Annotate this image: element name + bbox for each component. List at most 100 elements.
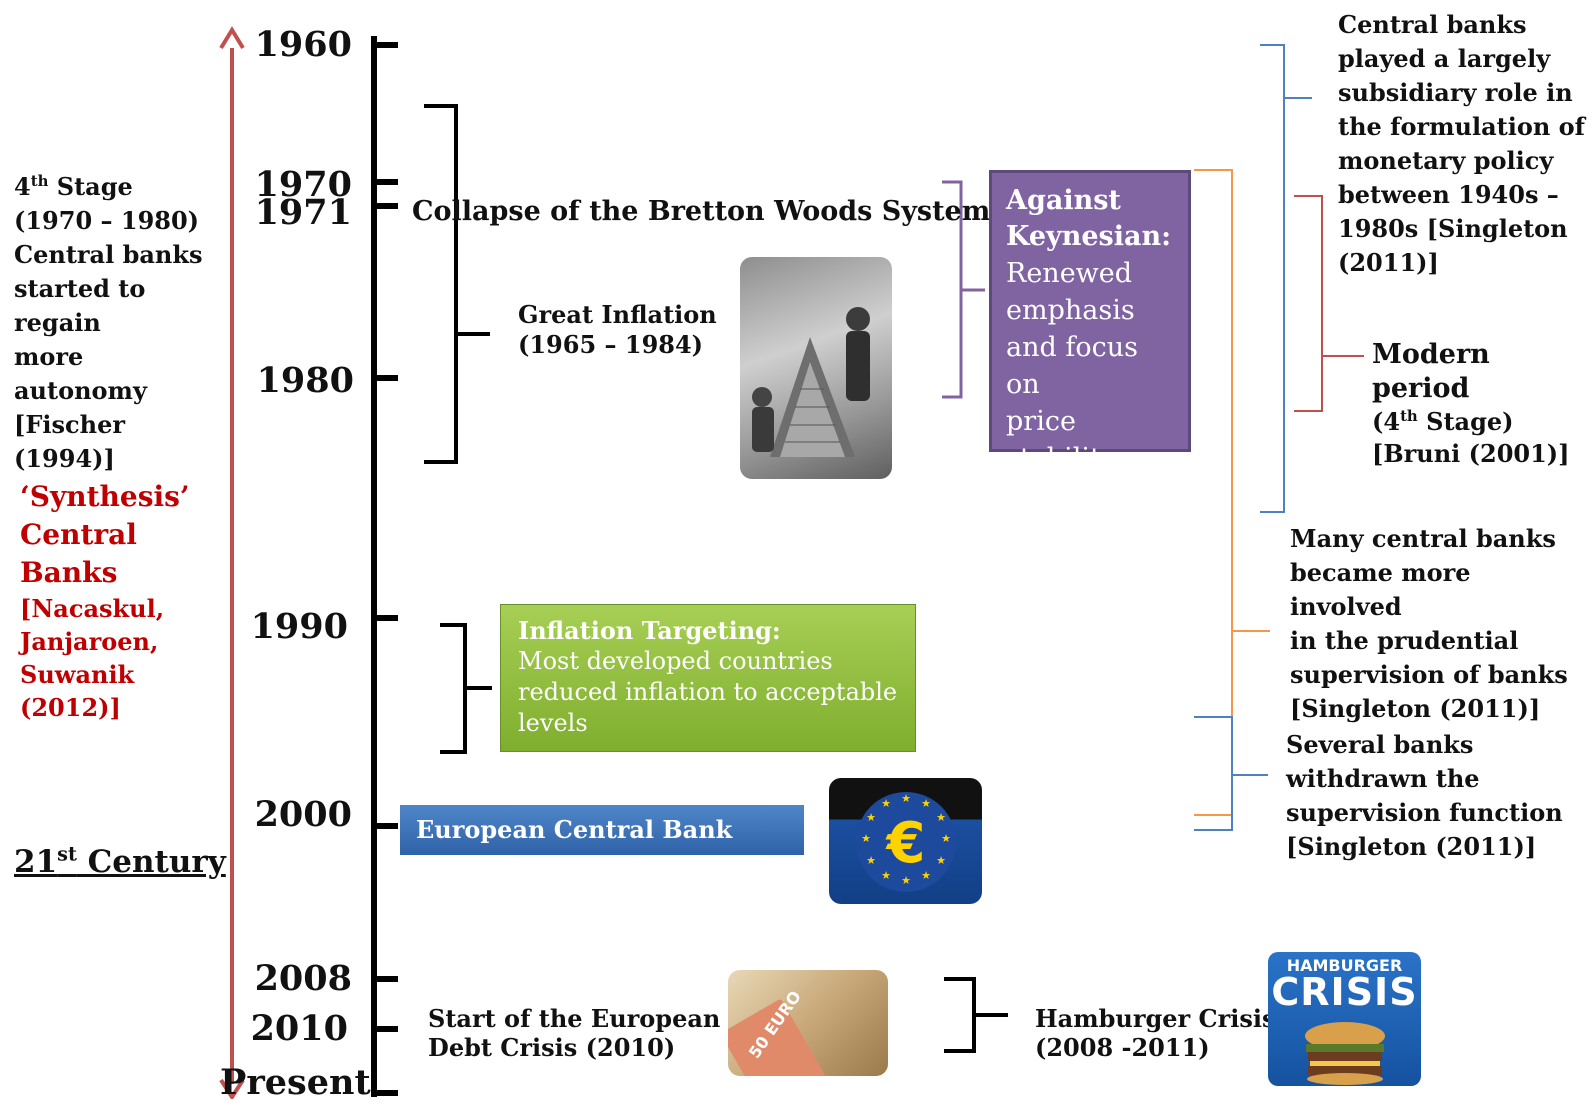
- subsidiary-line: monetary policy: [1338, 146, 1554, 175]
- century-label: 21st Century: [14, 842, 226, 880]
- synthesis-title-line: ‘Synthesis’: [20, 480, 190, 513]
- bracket-blue-top: [1260, 44, 1312, 513]
- svg-text:★: ★: [861, 832, 871, 845]
- prudential-line: became more involved: [1290, 558, 1471, 621]
- year-2010: 2010: [250, 1008, 348, 1049]
- modern-period-note: Modern period (4th Stage) [Bruni (2001)]: [1372, 338, 1592, 470]
- stage4-heading: 4th Stage: [14, 172, 133, 201]
- prudential-line: [Singleton (2011)]: [1290, 694, 1541, 723]
- subsidiary-line: 1980s [Singleton: [1338, 214, 1568, 243]
- synthesis-ref-line: [Nacaskul,: [20, 594, 165, 623]
- bretton-woods-label: Collapse of the Bretton Woods System: [412, 196, 991, 227]
- year-1990: 1990: [250, 606, 348, 647]
- svg-text:★: ★: [941, 832, 951, 845]
- year-1980: 1980: [256, 360, 354, 401]
- against-body-line: and focus on: [1006, 332, 1138, 400]
- svg-text:★: ★: [936, 811, 946, 824]
- euro-banknote-photo: 50 EURO: [728, 970, 888, 1076]
- arrow-head-down: [219, 1078, 245, 1099]
- stage4-line: more autonomy: [14, 342, 147, 405]
- banknote-stack-illustration: [752, 307, 870, 457]
- synthesis-title-line: Central Banks: [20, 518, 137, 589]
- prudential-note: Many central banks became more involved …: [1290, 522, 1590, 726]
- withdrawn-note: Several banks withdrawn the supervision …: [1286, 728, 1586, 864]
- subsidiary-line: the formulation of: [1338, 112, 1585, 141]
- bracket-hamburger-crisis: [944, 977, 1008, 1053]
- svg-text:★: ★: [901, 792, 911, 805]
- debt-crisis-line: Debt Crisis (2010): [428, 1033, 676, 1062]
- hamburger-crisis-logo: HAMBURGER CRISIS: [1268, 952, 1421, 1086]
- svg-text:★: ★: [881, 797, 891, 810]
- synthesis-ref-line: Suwanik (2012)]: [20, 660, 135, 722]
- bracket-inflation-targeting: [440, 623, 492, 754]
- great-inflation-line: Great Inflation: [518, 300, 717, 329]
- euro-stars-icon: ★★★ ★★★ ★★★ ★★★ €: [856, 792, 956, 892]
- great-inflation-line: (1965 – 1984): [518, 330, 704, 359]
- stage4-line: (1970 – 1980): [14, 206, 200, 235]
- against-body-line: Renewed: [1006, 258, 1133, 289]
- modern-stage: (4th Stage): [1372, 407, 1514, 436]
- stage4-line: [Fischer (1994)]: [14, 410, 125, 473]
- bracket-great-inflation: [424, 104, 490, 464]
- bracket-orange: [1194, 169, 1270, 816]
- prudential-line: in the prudential: [1290, 626, 1519, 655]
- hamburger-crisis-line: (2008 -2011): [1035, 1033, 1210, 1062]
- svg-text:★: ★: [866, 811, 876, 824]
- debt-crisis-line: Start of the European: [428, 1004, 721, 1033]
- svg-text:€: €: [885, 811, 926, 876]
- bracket-against-keynesian: [942, 180, 985, 399]
- modern-ref: [Bruni (2001)]: [1372, 439, 1570, 468]
- subsidiary-line: subsidiary role in: [1338, 78, 1573, 107]
- burger-icon: [1305, 1022, 1385, 1085]
- year-1960: 1960: [254, 24, 352, 65]
- against-keynesian-box: Against Keynesian: Renewed emphasis and …: [989, 170, 1191, 474]
- year-1971: 1971: [254, 192, 352, 233]
- year-1970: 1970: [254, 164, 352, 205]
- against-body-line: stability: [1006, 443, 1117, 474]
- year-present: Present: [220, 1062, 371, 1103]
- ecb-label: European Central Bank (ECB): [400, 805, 804, 894]
- prudential-line: supervision of banks: [1290, 660, 1568, 689]
- inflation-targeting-title: Inflation Targeting:: [518, 616, 781, 645]
- subsidiary-role-note: Central banks played a largely subsidiar…: [1338, 8, 1588, 280]
- against-title-line: Against: [1006, 185, 1121, 216]
- subsidiary-line: played a largely: [1338, 44, 1551, 73]
- svg-text:★: ★: [866, 854, 876, 867]
- withdrawn-line: supervision function: [1286, 798, 1563, 827]
- bracket-blue-bottom: [1194, 716, 1268, 831]
- hamburger-logo-bottom: CRISIS: [1271, 970, 1418, 1014]
- bracket-red: [1294, 195, 1364, 412]
- svg-text:★: ★: [921, 869, 931, 882]
- against-body-line: emphasis: [1006, 295, 1135, 326]
- withdrawn-line: Several banks: [1286, 730, 1474, 759]
- stage4-line: started to regain: [14, 274, 146, 337]
- inflation-targeting-line: levels: [518, 709, 588, 737]
- inflation-targeting-line: Most developed countries: [518, 647, 833, 675]
- stage4-note: 4th Stage (1970 – 1980) Central banks st…: [14, 170, 224, 476]
- against-title-line: Keynesian:: [1006, 221, 1172, 252]
- against-body-line: price: [1006, 406, 1076, 437]
- synthesis-note: ‘Synthesis’ Central Banks [Nacaskul, Jan…: [20, 478, 235, 724]
- svg-text:★: ★: [936, 854, 946, 867]
- ecb-logo: ★★★ ★★★ ★★★ ★★★ €: [829, 778, 982, 904]
- great-inflation-label: Great Inflation (1965 – 1984): [518, 300, 717, 360]
- withdrawn-line: withdrawn the: [1286, 764, 1480, 793]
- debt-crisis-label: Start of the European Debt Crisis (2010): [428, 1004, 720, 1062]
- great-inflation-photo: [740, 257, 892, 479]
- arrow-head-up: [219, 26, 245, 50]
- hamburger-crisis-line: Hamburger Crisis: [1035, 1004, 1276, 1033]
- modern-title: Modern period: [1372, 339, 1490, 404]
- year-2000: 2000: [254, 794, 352, 835]
- stage4-line: Central banks: [14, 240, 203, 269]
- svg-text:★: ★: [901, 874, 911, 887]
- svg-text:★: ★: [881, 869, 891, 882]
- timeline-ticks: [374, 42, 398, 1096]
- synthesis-ref-line: Janjaroen,: [20, 627, 159, 656]
- inflation-targeting-line: reduced inflation to acceptable: [518, 678, 898, 706]
- subsidiary-line: between 1940s –: [1338, 180, 1559, 209]
- hamburger-logo-top: HAMBURGER: [1286, 956, 1403, 975]
- hamburger-crisis-label: Hamburger Crisis (2008 -2011): [1035, 1004, 1276, 1062]
- inflation-targeting-box: Inflation Targeting: Most developed coun…: [500, 604, 916, 752]
- prudential-line: Many central banks: [1290, 524, 1556, 553]
